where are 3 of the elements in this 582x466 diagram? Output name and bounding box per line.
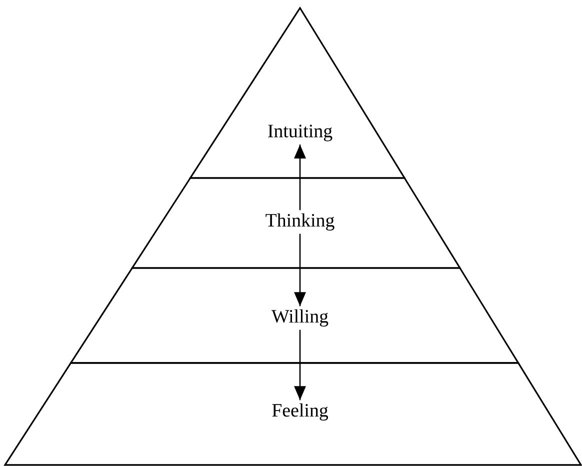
arrow — [294, 330, 306, 400]
arrow — [294, 144, 306, 210]
arrow — [294, 234, 306, 306]
